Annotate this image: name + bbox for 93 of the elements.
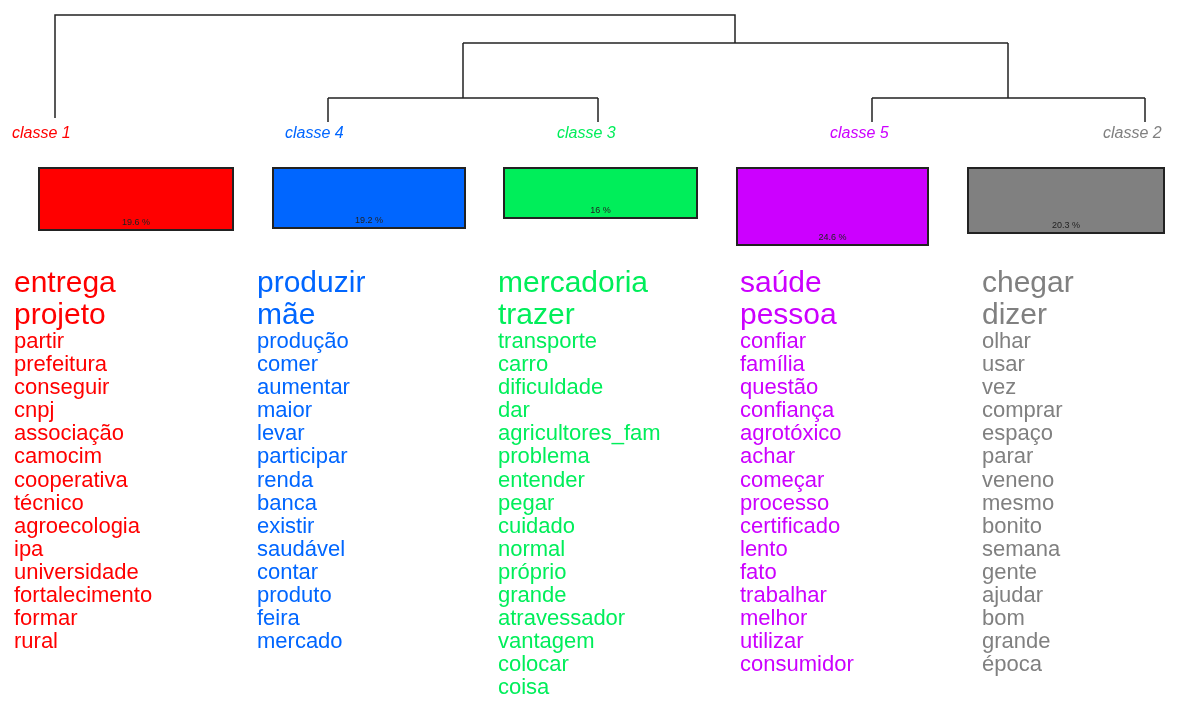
term-word: utilizar: [740, 629, 805, 653]
term-word: produto: [257, 583, 333, 607]
term-word: renda: [257, 467, 314, 491]
term-word: fortalecimento: [14, 583, 153, 607]
term-word: lento: [740, 536, 789, 560]
term-word: dizer: [982, 297, 1048, 329]
term-word: contar: [257, 559, 320, 584]
term-word: semana: [982, 536, 1062, 560]
term-word: aumentar: [257, 375, 351, 399]
term-word: saúde: [740, 266, 823, 298]
term-word: olhar: [982, 329, 1032, 353]
term-word: formar: [14, 606, 79, 630]
term-word: veneno: [982, 467, 1056, 491]
term-word: produzir: [257, 266, 366, 298]
term-word: saudável: [257, 536, 347, 560]
term-word: vantagem: [498, 629, 596, 653]
percentage-value: 20.3 %: [1052, 221, 1080, 230]
term-word: colocar: [498, 652, 569, 676]
term-word: conseguir: [14, 375, 111, 399]
term-word: dificuldade: [498, 375, 605, 399]
term-word: bonito: [982, 513, 1043, 537]
term-word: mercadoria: [498, 266, 650, 298]
term-word: agroecologia: [14, 513, 141, 537]
term-word: transporte: [498, 329, 599, 353]
term-word: problema: [498, 444, 590, 468]
term-word: banca: [257, 490, 318, 514]
percentage-bar: [736, 167, 929, 246]
term-word: próprio: [498, 559, 568, 584]
percentage-value: 19.6 %: [122, 218, 150, 227]
term-word: começar: [740, 467, 826, 491]
term-word: ajudar: [982, 583, 1045, 607]
percentage-bar: [503, 167, 698, 219]
term-word: pessoa: [740, 297, 838, 329]
term-word: agricultores_fam: [498, 421, 661, 445]
term-word: época: [982, 652, 1042, 676]
term-word: camocim: [14, 444, 102, 468]
term-word: associação: [14, 421, 126, 445]
term-word: normal: [498, 536, 567, 560]
term-word: confiar: [740, 329, 807, 353]
term-word: comprar: [982, 398, 1064, 422]
class-label: classe 2: [1103, 124, 1162, 142]
term-word: chegar: [982, 266, 1074, 298]
term-word: grande: [982, 629, 1052, 653]
term-word: parar: [982, 444, 1034, 468]
term-word: feira: [257, 606, 300, 630]
term-word: pegar: [498, 490, 556, 514]
percentage-bar: [38, 167, 234, 231]
class-label: classe 3: [557, 124, 616, 142]
term-word: achar: [740, 444, 796, 468]
percentage-bar: [272, 167, 466, 229]
term-word: participar: [257, 444, 349, 468]
term-word: mercado: [257, 629, 344, 653]
term-word: partir: [14, 329, 65, 353]
term-word: coisa: [498, 675, 551, 699]
term-word: projeto: [14, 297, 106, 329]
term-word: comer: [257, 352, 319, 376]
term-word: grande: [498, 583, 568, 607]
term-word: existir: [257, 513, 316, 537]
percentage-bar: [967, 167, 1165, 234]
term-word: trabalhar: [740, 583, 828, 607]
term-word: usar: [982, 352, 1026, 376]
term-word: entender: [498, 467, 585, 491]
term-word: maior: [257, 398, 313, 422]
term-word: cooperativa: [14, 467, 129, 491]
term-word: vez: [982, 375, 1018, 399]
term-word: consumidor: [740, 652, 854, 676]
term-word: carro: [498, 352, 549, 376]
term-word: mesmo: [982, 490, 1056, 514]
term-word: produção: [257, 329, 350, 353]
term-word: bom: [982, 606, 1025, 630]
term-word: atravessador: [498, 606, 627, 630]
term-word: rural: [14, 629, 59, 653]
term-word: família: [740, 352, 806, 376]
percentage-value: 16 %: [590, 206, 611, 215]
term-word: levar: [257, 421, 306, 445]
term-word: questão: [740, 375, 820, 399]
term-word: prefeitura: [14, 352, 108, 376]
term-word: mãe: [257, 297, 316, 329]
term-word: trazer: [498, 297, 576, 329]
term-word: entrega: [14, 266, 117, 298]
term-word: cnpj: [14, 398, 55, 422]
term-word: agrotóxico: [740, 421, 843, 445]
term-word: melhor: [740, 606, 809, 630]
term-word: confiança: [740, 398, 836, 422]
class-label: classe 1: [12, 124, 71, 142]
term-word: dar: [498, 398, 531, 422]
term-word: gente: [982, 559, 1039, 584]
term-word: espaço: [982, 421, 1053, 445]
percentage-value: 24.6 %: [818, 233, 847, 242]
class-label: classe 4: [285, 124, 344, 142]
term-word: fato: [740, 559, 778, 584]
percentage-value: 19.2 %: [355, 216, 383, 225]
class-label: classe 5: [830, 124, 889, 142]
